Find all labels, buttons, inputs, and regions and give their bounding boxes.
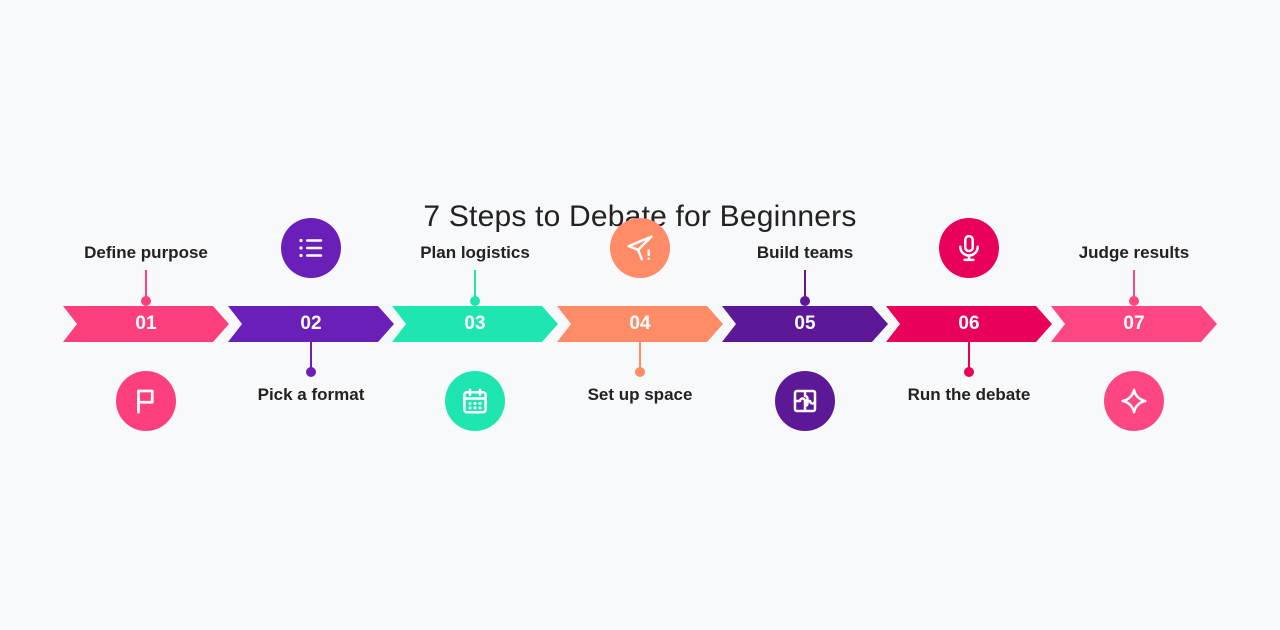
send-alert-icon xyxy=(610,218,670,278)
step-arrow xyxy=(557,306,723,342)
step-number: 05 xyxy=(794,313,816,334)
connector-dot xyxy=(141,296,151,306)
step-7: 07 Judge results xyxy=(1051,0,1217,630)
step-label: Plan logistics xyxy=(420,243,530,262)
step-arrow xyxy=(886,306,1052,342)
connector-dot xyxy=(800,296,810,306)
step-arrow xyxy=(722,306,888,342)
step-label: Set up space xyxy=(587,385,693,404)
step-arrow xyxy=(63,306,229,342)
step-label: Build teams xyxy=(756,243,854,262)
connector-dot xyxy=(470,296,480,306)
step-2: 02 Pick a format xyxy=(228,0,394,630)
connector-line xyxy=(145,270,147,301)
step-number: 03 xyxy=(464,313,486,334)
step-arrow xyxy=(1051,306,1217,342)
step-4: 04 Set up space xyxy=(557,0,723,630)
step-arrow xyxy=(228,306,394,342)
step-number: 01 xyxy=(135,313,157,334)
puzzle-icon xyxy=(775,371,835,431)
step-arrow xyxy=(392,306,558,342)
connector-dot xyxy=(635,367,645,377)
step-number: 06 xyxy=(958,313,980,334)
step-number: 02 xyxy=(300,313,322,334)
connector-line xyxy=(804,270,806,301)
list-icon xyxy=(281,218,341,278)
flag-icon xyxy=(116,371,176,431)
step-number: 04 xyxy=(629,313,651,334)
step-label: Pick a format xyxy=(257,385,365,404)
connector-line xyxy=(968,342,970,373)
calendar-icon xyxy=(445,371,505,431)
step-label: Run the debate xyxy=(907,385,1031,404)
microphone-icon xyxy=(939,218,999,278)
step-number: 07 xyxy=(1123,313,1145,334)
sparkle-icon xyxy=(1104,371,1164,431)
connector-dot xyxy=(1129,296,1139,306)
connector-dot xyxy=(306,367,316,377)
step-1: 01 Define purpose xyxy=(63,0,229,630)
connector-dot xyxy=(964,367,974,377)
connector-line xyxy=(639,342,641,373)
step-3: 03 Plan logistics xyxy=(392,0,558,630)
step-label: Define purpose xyxy=(84,243,208,262)
step-6: 06 Run the debate xyxy=(886,0,1052,630)
connector-line xyxy=(1133,270,1135,301)
connector-line xyxy=(474,270,476,301)
step-5: 05 Build teams xyxy=(722,0,888,630)
step-label: Judge results xyxy=(1078,243,1190,262)
connector-line xyxy=(310,342,312,373)
